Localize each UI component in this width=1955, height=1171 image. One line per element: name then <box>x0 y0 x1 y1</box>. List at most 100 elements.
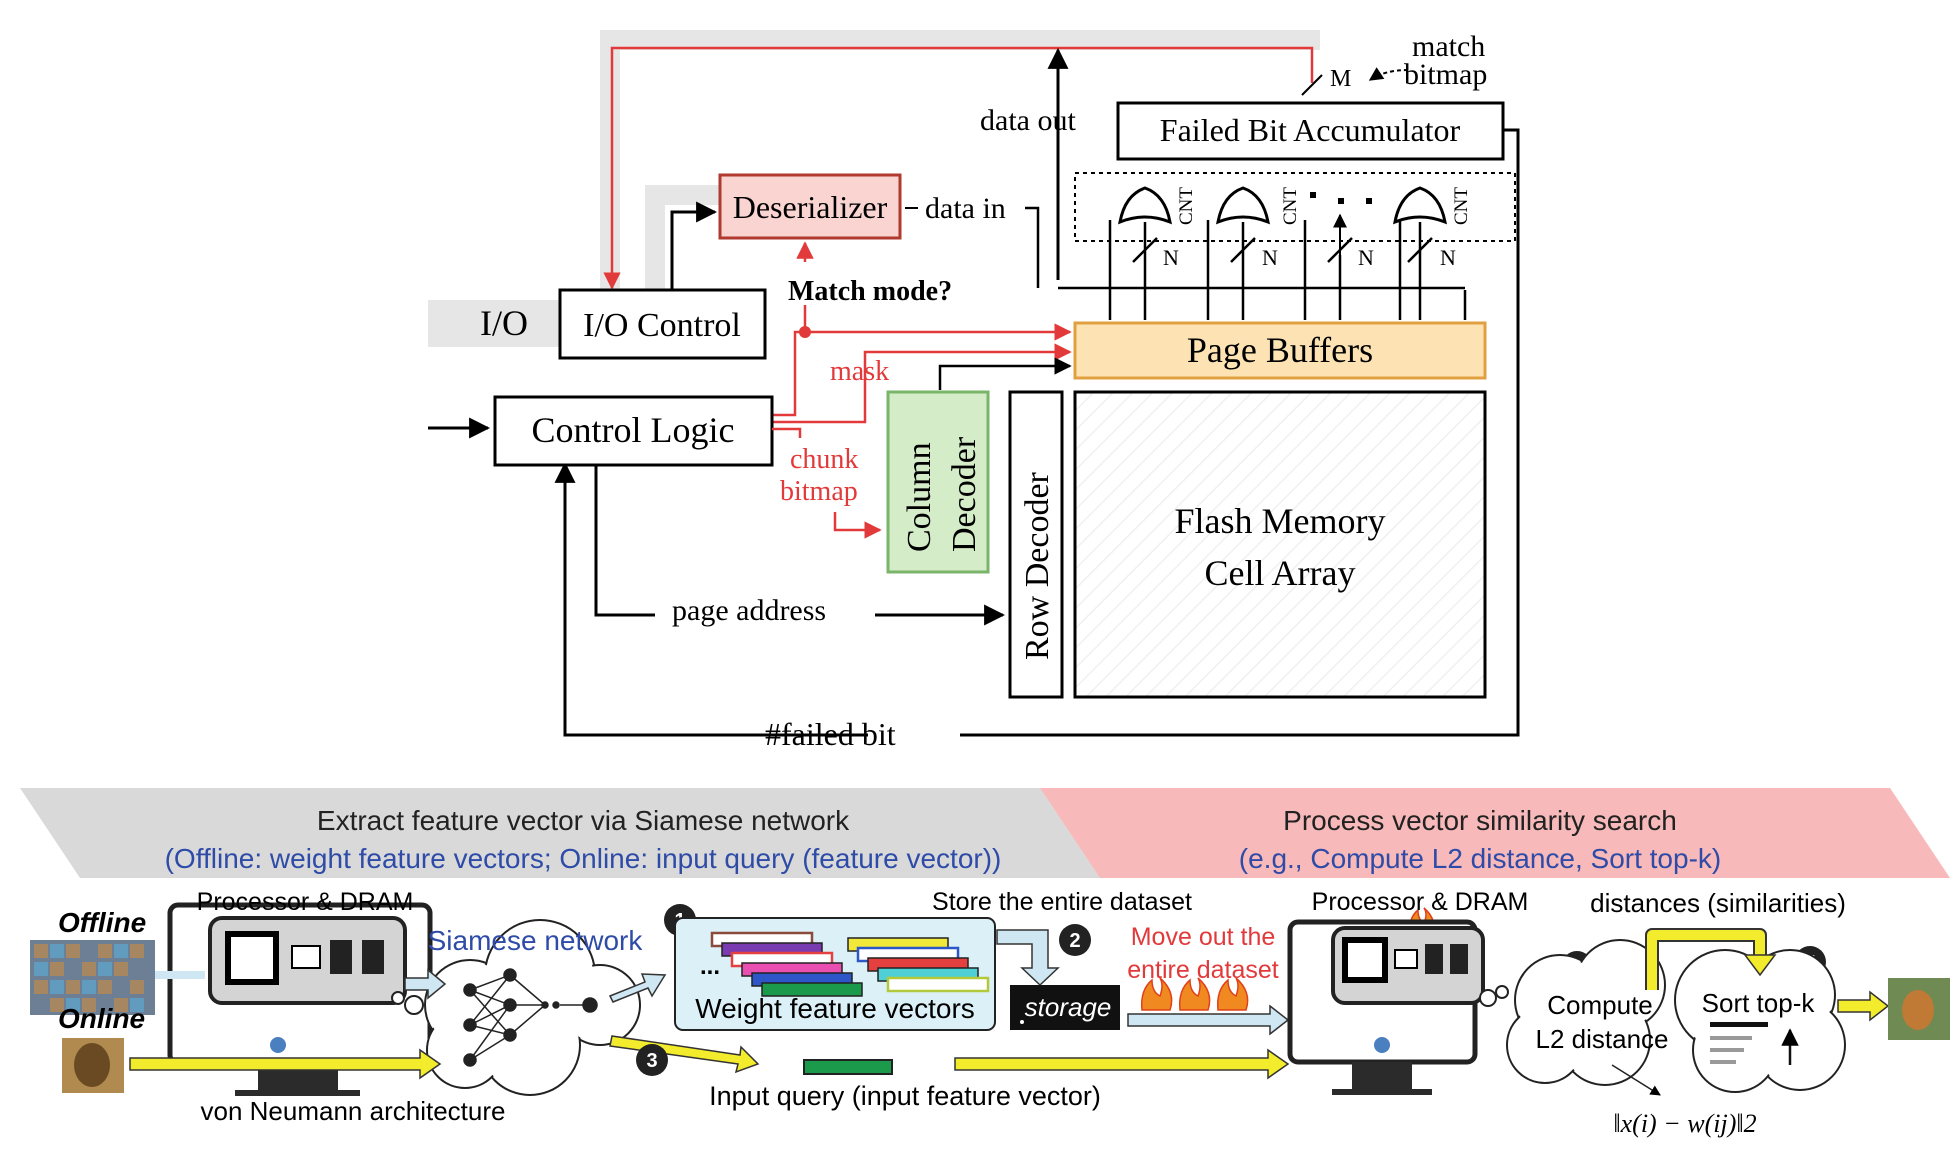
formula-pointer <box>1611 1064 1661 1096</box>
right-monitor-stand <box>1352 1062 1412 1090</box>
compute-label-line2: L2 distance <box>1536 1024 1669 1054</box>
compute-to-sort-arrow-fill <box>1647 930 1765 990</box>
cloud-fill <box>1509 942 1843 1090</box>
io-port-shading <box>428 300 560 347</box>
or-gate <box>1216 186 1270 225</box>
cloud-fill <box>427 922 638 1093</box>
move-out-label-line2: entire dataset <box>1127 956 1279 984</box>
n-label: N <box>1163 245 1179 270</box>
banner-right <box>1040 788 1950 878</box>
control-to-column-decoder <box>772 427 802 438</box>
online-yellow-arrow-3 <box>954 1048 1290 1080</box>
left-chip-panel <box>208 916 407 1005</box>
or-gate <box>1393 186 1447 225</box>
vector-ellipsis: ... <box>700 953 720 980</box>
step-3-label: 3 <box>646 1050 657 1072</box>
mask-label: mask <box>830 356 889 387</box>
flash-label-line2: Cell Array <box>1205 553 1356 593</box>
io-label: I/O <box>480 303 528 343</box>
flash-architecture-diagram: M match bitmap data out Failed Bit Accum… <box>428 30 1520 752</box>
l2-formula: ‖x(i) − w(ij)‖2 <box>1613 1109 1756 1138</box>
deserializer-label: Deserializer <box>733 189 888 225</box>
cnt-label: CNT <box>1451 187 1472 225</box>
left-monitor-base <box>235 1090 360 1096</box>
distances-label: distances (similarities) <box>1590 888 1846 918</box>
result-image-animal <box>1902 990 1934 1030</box>
banner-right-subtitle: (e.g., Compute L2 distance, Sort top-k) <box>1239 843 1721 874</box>
page-address-label: page address <box>672 594 826 627</box>
failed-bit-feedback <box>960 128 1520 737</box>
failed-bit-accumulator-label: Failed Bit Accumulator <box>1160 112 1461 148</box>
or-gate <box>1118 186 1172 225</box>
match-bitmap-line <box>603 46 1314 290</box>
control-to-page-buffer-1 <box>772 323 1072 417</box>
data-in-label: data in <box>925 192 1006 225</box>
page-address-line-left <box>594 465 655 617</box>
online-label: Online <box>58 1003 145 1034</box>
weight-vectors-label: Weight feature vectors <box>695 993 975 1024</box>
cnt-label: CNT <box>1280 187 1301 225</box>
siamese-to-weights-arrow <box>608 973 667 1003</box>
fire-icons <box>1140 907 1435 1011</box>
chunk-bitmap-arrow <box>833 512 882 539</box>
decoder-label: Decoder <box>946 436 983 552</box>
banner-right-title: Process vector similarity search <box>1283 805 1677 836</box>
banner-left <box>20 788 1100 878</box>
similarity-search-pipeline: Extract feature vector via Siamese netwo… <box>20 788 1950 1138</box>
thought-bubble <box>1479 989 1497 1007</box>
thought-bubble <box>404 995 424 1015</box>
store-arrow <box>996 929 1060 987</box>
row-decoder-label: Row Decoder <box>1019 471 1056 660</box>
sort-bars-icon <box>1710 1022 1799 1065</box>
control-logic-label: Control Logic <box>532 410 735 450</box>
page-buffers-label: Page Buffers <box>1187 330 1373 370</box>
n-label: N <box>1262 245 1278 270</box>
m-bus-tick <box>1301 74 1323 96</box>
page-buffers <box>1073 321 1487 380</box>
online-query-image-dog <box>74 1043 110 1087</box>
storage-block <box>1010 985 1120 1030</box>
siamese-network-label: Siamese network <box>428 925 644 956</box>
match-bitmap-pointer <box>1368 67 1409 81</box>
column-decoder-to-page-buffer <box>938 357 1072 390</box>
bitmap-label: bitmap <box>1404 58 1487 91</box>
control-to-page-buffer-2 <box>772 343 1072 424</box>
right-chip-panel <box>1331 926 1485 1005</box>
data-in-line <box>1025 206 1040 288</box>
step-2-label: 2 <box>1069 930 1080 952</box>
right-processor-dram-label: Processor & DRAM <box>1312 888 1529 916</box>
sort-topk-label: Sort top-k <box>1702 988 1816 1018</box>
match-mode-label: Match mode? <box>788 276 952 307</box>
chunk-label: chunk <box>790 444 858 475</box>
chunk-bitmap-label: bitmap <box>780 476 858 507</box>
thought-bubble <box>1495 985 1509 999</box>
compute-to-sort-arrowhead <box>1743 954 1777 977</box>
m-label: M <box>1330 66 1351 92</box>
failed-bit-feedback-left <box>554 461 868 737</box>
offline-label: Offline <box>58 907 146 938</box>
neural-net-icon <box>463 968 598 1067</box>
io-control-label: I/O Control <box>583 307 741 344</box>
cnt-label: CNT <box>1176 187 1197 225</box>
io-to-deserializer <box>670 201 718 290</box>
move-out-arrow <box>1127 1004 1290 1036</box>
online-yellow-arrow-2 <box>609 1035 760 1074</box>
online-yellow-arrow-1 <box>129 1048 442 1080</box>
deserializer-bus-shading <box>645 185 720 300</box>
io-bus-shading <box>600 30 1320 300</box>
offline-image-grid <box>30 940 155 1015</box>
column-decoder <box>886 390 990 574</box>
row-decoder <box>1008 390 1064 699</box>
n-label: N <box>1358 245 1374 270</box>
failed-bit-label: #failed bit <box>765 716 896 752</box>
banner-left-title: Extract feature vector via Siamese netwo… <box>317 805 850 836</box>
thought-bubble <box>391 991 405 1005</box>
io-control <box>558 288 767 360</box>
comparator-region <box>1074 172 1516 242</box>
left-monitor-power <box>270 1037 286 1053</box>
vector-stack-left <box>710 931 863 997</box>
compute-label-line1: Compute <box>1547 990 1653 1020</box>
vector-stack-right <box>847 937 990 993</box>
right-monitor-base <box>1332 1089 1432 1095</box>
